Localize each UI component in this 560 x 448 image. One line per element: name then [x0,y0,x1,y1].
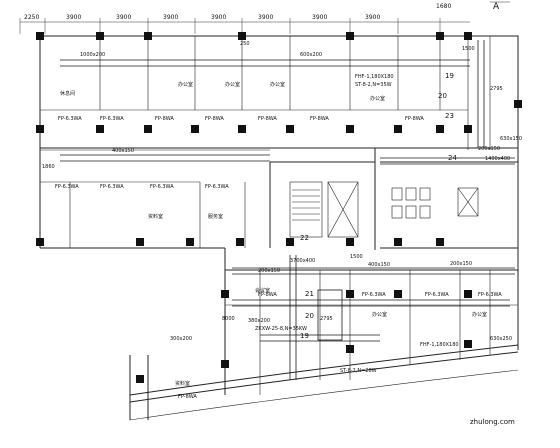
fp-top-7: FP-8WA [405,116,424,122]
duct-1400x400: 1400x400 [485,156,510,162]
annotations: 1000x200 600x200 250 1500 FHF-1,180X180 … [42,41,522,426]
room-10: 办公室 [472,311,487,318]
room-4: 办公室 [270,81,285,88]
duct-630x150: 630x150 [500,136,522,142]
marker-23: 23 [445,112,454,120]
watermark: zhulong.com [470,418,515,426]
room-1: 休息间 [60,90,75,97]
side-dim-left: 8000 [222,316,235,322]
partitions [40,36,518,395]
fp-lower-2: FP-6.3WA [425,292,449,298]
side-dim: 2795 [490,86,503,92]
duct-400x150b: 400x150 [368,262,390,268]
duct-400x150: 400x150 [112,148,134,154]
marker-21: 21 [305,290,314,298]
room-5: 办公室 [370,95,385,102]
fhf-top-label: FHF-1,180X180 [355,74,394,80]
dim-2795b: 2795 [320,316,333,322]
duct-300x200: 300x200 [170,336,192,342]
fp-mid-3: FP-6.3WA [150,184,174,190]
fp-8wa-lower: FP-8WA [258,292,277,298]
mid-dim: 1860 [42,164,55,170]
top-dim-2: 3900 [116,14,131,21]
axis-label: A [493,2,500,12]
zkxw-label: ZKXW-25-8,N=35KW [255,326,307,332]
duct-200x150: 200x150 [478,146,500,152]
room-8: 会议室 [255,287,270,294]
fp-lower-1: FP-6.3WA [362,292,386,298]
room-9: 办公室 [372,311,387,318]
fp-top-6: FP-8WA [310,116,329,122]
duct-label-1000x200: 1000x200 [80,52,105,58]
marker-24: 24 [448,154,457,162]
marker-20b: 20 [305,312,314,320]
duct-label-250: 250 [240,41,250,47]
room-3: 办公室 [225,81,240,88]
fp-top-2: FP-6.3WA [100,116,124,122]
duct-380x200: 380x200 [248,318,270,324]
top-dim-5: 3900 [258,14,273,21]
room-7: 服务室 [208,213,223,220]
marker-20: 20 [438,92,447,100]
st-top-label: ST-8-2,N=35W [355,82,392,88]
duct-label-600x200: 600x200 [300,52,322,58]
fp-top-3: FP-8WA [155,116,174,122]
duct-200x150c: 200x150 [450,261,472,267]
fp-bot: FP-8WA [178,394,197,400]
top-dim-6: 3900 [312,14,327,21]
top-right-dim: 1680 [436,3,451,10]
duct-label-1500: 1500 [462,46,475,52]
fp-top-4: FP-8WA [205,116,224,122]
room-6: 资料室 [148,213,163,220]
top-dim-1: 3900 [66,14,81,21]
marker-19b: 19 [300,332,309,340]
duct-200x150b: 200x150 [258,268,280,274]
top-dim-7: 3900 [365,14,380,21]
stair-core [289,181,359,238]
ducts [60,40,515,380]
fhf-bot-label: FHF-1,180X180 [420,342,459,348]
fp-mid-4: FP-6.3WA [205,184,229,190]
fp-top-5: FP-8WA [258,116,277,122]
top-dim-3: 3900 [163,14,178,21]
marker-22: 22 [300,234,309,242]
building-walls [39,35,519,421]
room-2: 办公室 [178,81,193,88]
st-bot-label: ST-8-2,N=28W [340,368,377,374]
dim-1500b: 1500 [350,254,363,260]
fp-mid-1: FP-6.3WA [55,184,79,190]
fp-lower-3: FP-6.3WA [478,292,502,298]
duct-630x250: 630x250 [490,336,512,342]
top-dimension-chain: 2250 3900 3900 3900 3900 3900 3900 3900 … [19,1,510,34]
duct-3700x400: 3700x400 [290,258,315,264]
fp-mid-2: FP-6.3WA [100,184,124,190]
structural-columns [36,32,522,383]
marker-19: 19 [445,72,454,80]
toilet-fixtures [391,187,479,219]
top-dim-0: 2250 [24,14,39,21]
fp-top-1: FP-6.3WA [58,116,82,122]
room-11: 资料室 [175,380,190,387]
top-dim-4: 3900 [211,14,226,21]
